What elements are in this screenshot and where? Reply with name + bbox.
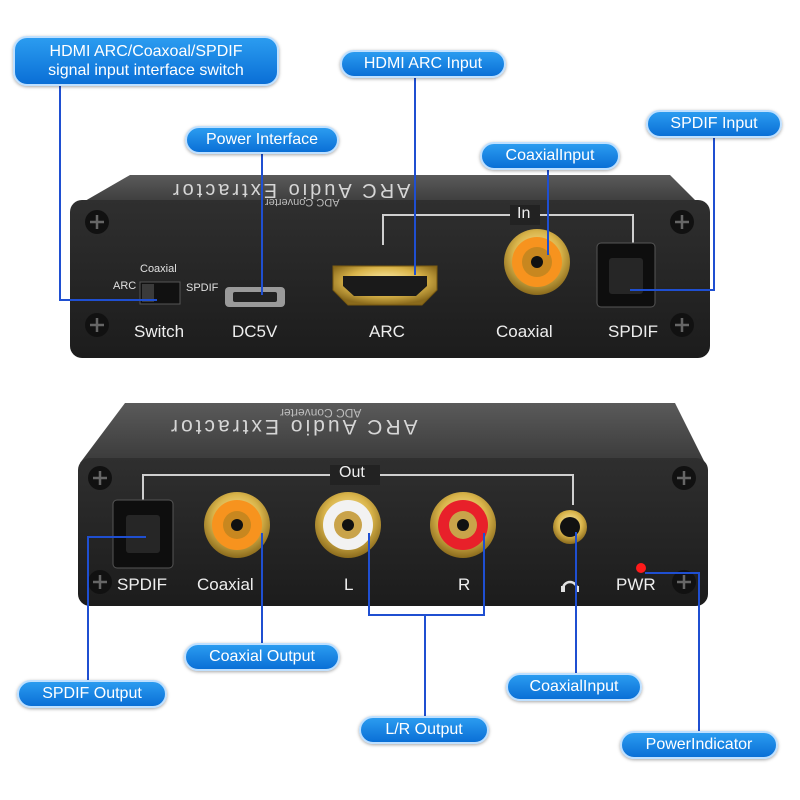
top-switch-knob [142, 284, 154, 302]
bottom-port-r-label: R [458, 575, 471, 594]
top-in-label: In [517, 205, 531, 222]
callout-lr-output: L/R Output [359, 716, 489, 744]
bottom-coaxial-port [204, 492, 270, 558]
bottom-screw-tr [672, 466, 696, 490]
callout-hdmi-arc-input: HDMI ARC Input [340, 50, 506, 78]
top-coaxial-port [504, 229, 570, 295]
callout-spdif-output: SPDIF Output [17, 680, 167, 708]
bottom-port-l-label: L [344, 575, 354, 594]
power-led [636, 563, 646, 573]
callout-switch: HDMI ARC/Coaxoal/SPDIF signal input inte… [13, 36, 279, 86]
bottom-device-top-face [80, 403, 705, 463]
top-device [70, 175, 710, 358]
bottom-screw-tl [88, 466, 112, 490]
leader-power-indicator [645, 572, 700, 733]
top-port-arc-label: ARC [369, 322, 405, 341]
callout-power-interface: Power Interface [185, 126, 339, 154]
bottom-r-port [430, 492, 496, 558]
top-screw-tr [670, 210, 694, 234]
bottom-port-spdif-label: SPDIF [117, 575, 168, 594]
bottom-screw-bl [88, 570, 112, 594]
leader-lr-out [368, 533, 485, 718]
top-port-coaxial-label: Coaxial [496, 322, 553, 341]
callout-switch-line1: HDMI ARC/Coaxoal/SPDIF [49, 43, 243, 60]
callout-coaxial-input-bottom: CoaxialInput [506, 673, 642, 701]
top-in-bracket [382, 214, 634, 245]
top-screw-bl [85, 313, 109, 337]
leader-switch [59, 82, 157, 301]
switch-label-coaxial: Coaxial [140, 263, 177, 275]
callout-spdif-input: SPDIF Input [646, 110, 782, 138]
bottom-port-pwr-label: PWR [616, 575, 656, 594]
leader-spdif-in [630, 133, 715, 291]
bottom-l-port [315, 492, 381, 558]
top-port-spdif-label: SPDIF [608, 322, 659, 341]
bottom-screw-br [672, 570, 696, 594]
switch-label-spdif: SPDIF [186, 282, 219, 294]
callout-power-indicator: PowerIndicator [620, 731, 778, 759]
callout-coaxial-output: Coaxial Output [184, 643, 340, 671]
top-screw-br [670, 313, 694, 337]
top-port-switch-label: Switch [134, 322, 185, 341]
callout-switch-line2: signal input interface switch [48, 62, 244, 79]
top-port-dc-label: DC5V [232, 322, 278, 341]
top-device-top-face [78, 175, 700, 205]
bottom-spdif-port [112, 499, 174, 569]
top-screw-tl [85, 210, 109, 234]
switch-label-arc: ARC [113, 280, 137, 292]
bottom-out-label: Out [339, 464, 365, 481]
bottom-device [78, 403, 708, 606]
bottom-port-coaxial-label: Coaxial [197, 575, 254, 594]
callout-coaxial-input-top: CoaxialInput [480, 142, 620, 170]
leader-spdif-out [87, 536, 146, 682]
